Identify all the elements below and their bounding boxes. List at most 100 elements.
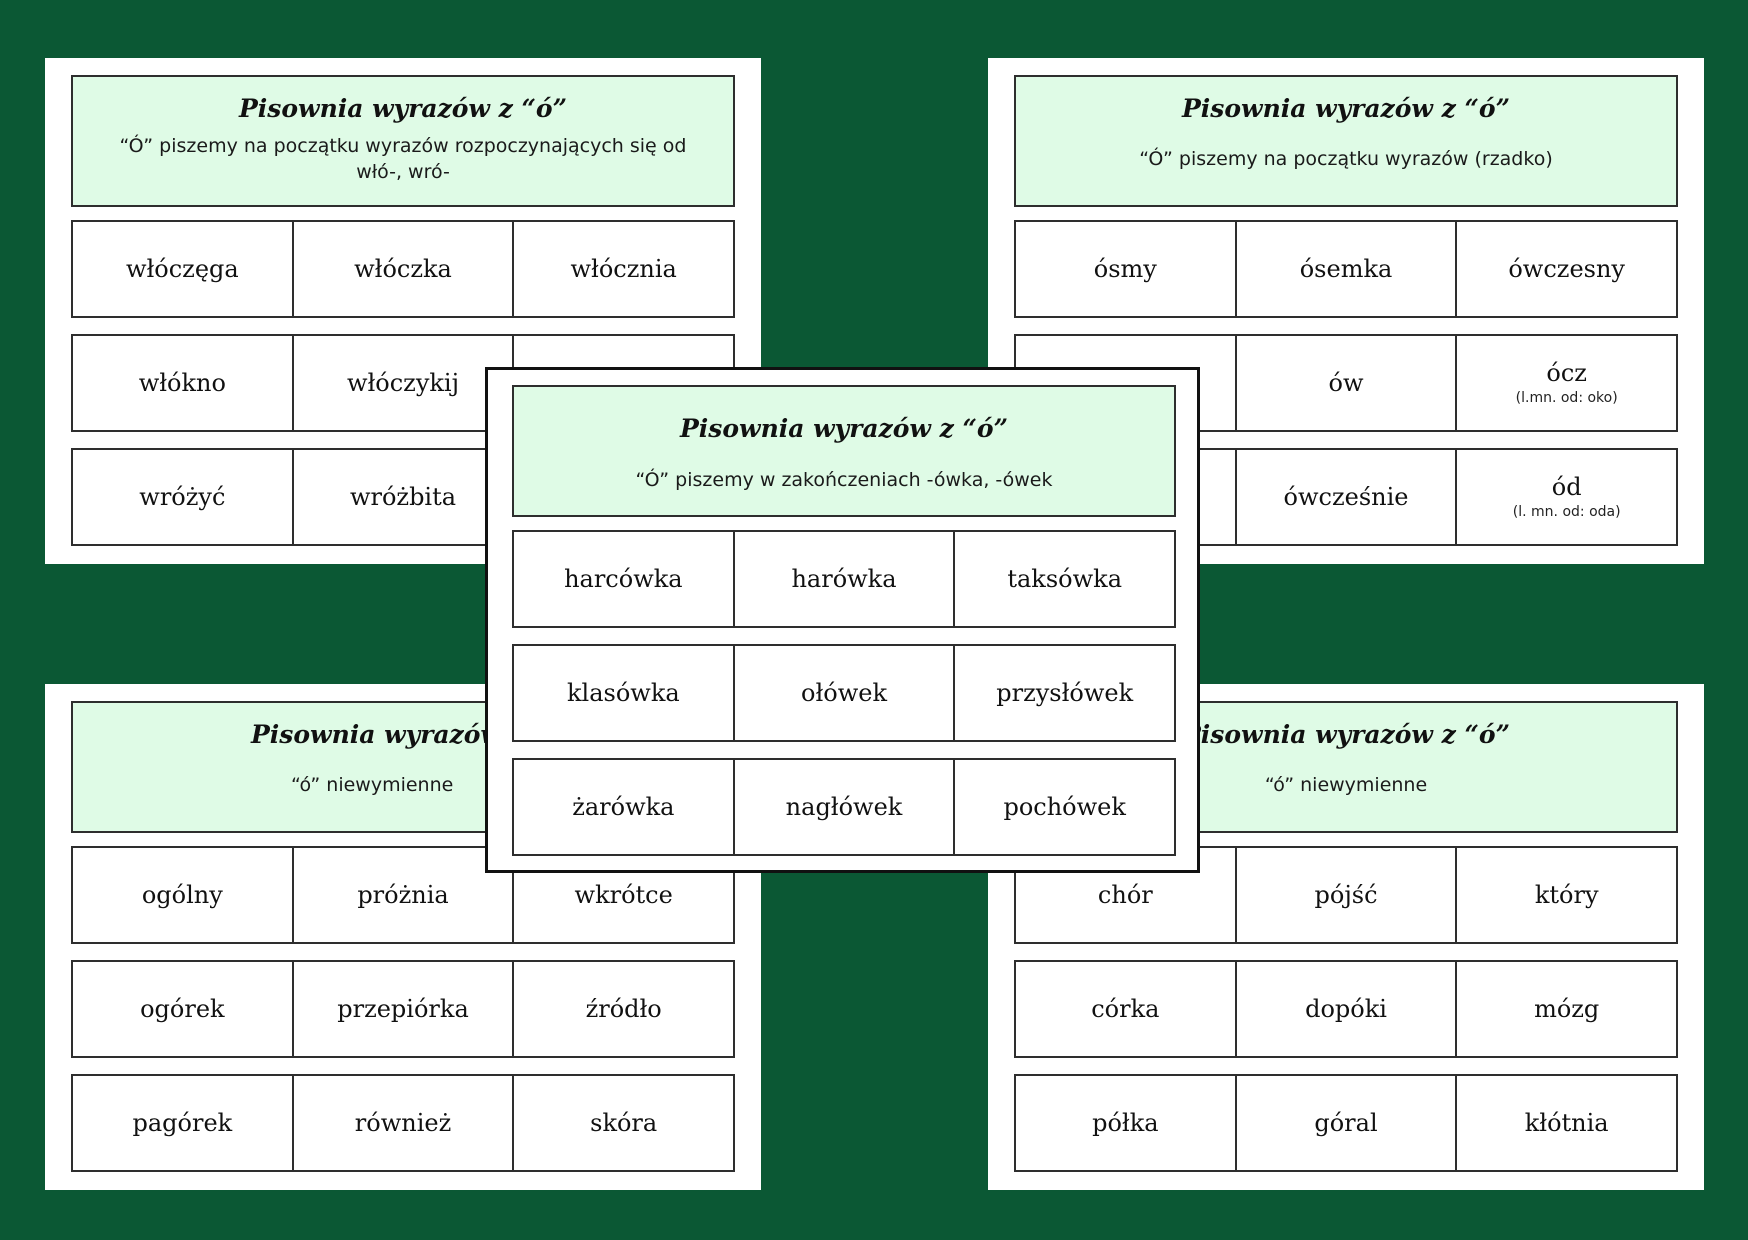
worksheet-center: Pisownia wyrazów z “ó” “Ó” piszemy w zak… bbox=[485, 367, 1200, 873]
word-text: wróżbita bbox=[349, 483, 457, 511]
word-cell: przysłówek bbox=[955, 646, 1174, 740]
word-text: chór bbox=[1097, 881, 1153, 909]
word-cell: harcówka bbox=[514, 532, 735, 626]
word-text: który bbox=[1534, 881, 1599, 909]
word-text: ogólny bbox=[141, 881, 223, 909]
word-text: włócznia bbox=[570, 255, 677, 283]
word-cell: pochówek bbox=[955, 760, 1174, 854]
word-text: wróżyć bbox=[139, 483, 226, 511]
word-cell: włóczęga bbox=[73, 222, 294, 316]
word-text: ówczesny bbox=[1508, 255, 1625, 283]
card-header: Pisownia wyrazów z “ó” “Ó” piszemy w zak… bbox=[512, 385, 1176, 517]
word-text: ód bbox=[1551, 473, 1582, 501]
word-cell: ówcześnie bbox=[1237, 450, 1458, 544]
word-cell: skóra bbox=[514, 1076, 733, 1170]
word-text: źródło bbox=[585, 995, 662, 1023]
card-title: Pisownia wyrazów z “ó” bbox=[239, 94, 567, 123]
word-cell: ołówek bbox=[735, 646, 956, 740]
word-text: ósemka bbox=[1299, 255, 1393, 283]
word-cell: dopóki bbox=[1237, 962, 1458, 1056]
word-cell: klasówka bbox=[514, 646, 735, 740]
word-row: włóczęga włóczka włócznia bbox=[71, 220, 735, 318]
word-cell: wróżbita bbox=[294, 450, 515, 544]
word-cell: mózg bbox=[1457, 962, 1676, 1056]
word-row: półka góral kłótnia bbox=[1014, 1074, 1678, 1172]
word-text: pagórek bbox=[132, 1109, 233, 1137]
card-title: Pisownia wyrazów z “ó” bbox=[1182, 94, 1510, 123]
word-row: chór pójść który bbox=[1014, 846, 1678, 944]
word-cell: włócznia bbox=[514, 222, 733, 316]
word-cell: góral bbox=[1237, 1076, 1458, 1170]
word-text: harcówka bbox=[564, 565, 683, 593]
word-cell: przepiórka bbox=[294, 962, 515, 1056]
worksheet-bottom-right: Pisownia wyrazów z “ó” “ó” niewymienne c… bbox=[988, 684, 1704, 1190]
word-cell: ód (l. mn. od: oda) bbox=[1457, 450, 1676, 544]
word-text: skóra bbox=[590, 1109, 658, 1137]
word-cell: ówczesny bbox=[1457, 222, 1676, 316]
word-cell: włóczykij bbox=[294, 336, 515, 430]
word-text: córka bbox=[1091, 995, 1160, 1023]
word-text: włókno bbox=[138, 369, 226, 397]
word-text: ołówek bbox=[801, 679, 887, 707]
word-row: córka dopóki mózg bbox=[1014, 960, 1678, 1058]
word-cell: źródło bbox=[514, 962, 733, 1056]
word-text: włóczęga bbox=[125, 255, 239, 283]
word-cell bbox=[1016, 450, 1237, 544]
word-cell: który bbox=[1457, 848, 1676, 942]
word-text: ósmy bbox=[1093, 255, 1157, 283]
word-text: góral bbox=[1314, 1109, 1378, 1137]
word-text: kłótnia bbox=[1524, 1109, 1609, 1137]
card-subtitle: “Ó” piszemy na początku wyrazów (rzadko) bbox=[1139, 148, 1553, 170]
word-text: dopóki bbox=[1305, 995, 1387, 1023]
word-text: nagłówek bbox=[785, 793, 903, 821]
word-cell: wkrótce bbox=[514, 848, 733, 942]
word-text: przysłówek bbox=[996, 679, 1134, 707]
word-row: pagórek również skóra bbox=[71, 1074, 735, 1172]
word-cell: wróżyć bbox=[73, 450, 294, 544]
word-cell: ócz (l.mn. od: oko) bbox=[1457, 336, 1676, 430]
word-cell: pagórek bbox=[73, 1076, 294, 1170]
card-title: Pisownia wyrazów z “ó” bbox=[1182, 720, 1510, 749]
word-cell: kłótnia bbox=[1457, 1076, 1676, 1170]
card-title: Pisownia wyrazów z “ó” bbox=[680, 414, 1008, 443]
word-cell: próżnia bbox=[294, 848, 515, 942]
word-cell: ósemka bbox=[1237, 222, 1458, 316]
word-text: półka bbox=[1092, 1109, 1159, 1137]
word-cell: ogórek bbox=[73, 962, 294, 1056]
word-cell: żarówka bbox=[514, 760, 735, 854]
word-text: ogórek bbox=[140, 995, 225, 1023]
word-cell bbox=[1016, 336, 1237, 430]
word-note: (l.mn. od: oko) bbox=[1515, 390, 1618, 406]
word-text: ów bbox=[1328, 369, 1364, 397]
word-cell: ów bbox=[1237, 336, 1458, 430]
word-row: ogórek przepiórka źródło bbox=[71, 960, 735, 1058]
word-text: żarówka bbox=[572, 793, 675, 821]
word-row: ósmy ósemka ówczesny bbox=[1014, 220, 1678, 318]
word-row: żarówka nagłówek pochówek bbox=[512, 758, 1176, 856]
card-subtitle: “ó” niewymienne bbox=[291, 774, 454, 796]
word-cell: pójść bbox=[1237, 848, 1458, 942]
word-cell: chór bbox=[1016, 848, 1237, 942]
word-text: również bbox=[354, 1109, 452, 1137]
card-header: Pisownia wyrazów z “ó” “Ó” piszemy na po… bbox=[71, 75, 735, 207]
word-text: ówcześnie bbox=[1283, 483, 1409, 511]
word-text: włóczykij bbox=[346, 369, 460, 397]
word-cell: harówka bbox=[735, 532, 956, 626]
word-cell: włókno bbox=[73, 336, 294, 430]
card-subtitle: “Ó” piszemy na początku wyrazów rozpoczy… bbox=[119, 135, 687, 183]
word-row: klasówka ołówek przysłówek bbox=[512, 644, 1176, 742]
card-subtitle: “Ó” piszemy w zakończeniach -ówka, -ówek bbox=[635, 469, 1053, 491]
card-title: Pisownia wyrazów bbox=[251, 720, 502, 749]
word-text: pochówek bbox=[1003, 793, 1126, 821]
word-cell: półka bbox=[1016, 1076, 1237, 1170]
word-cell: włóczka bbox=[294, 222, 515, 316]
word-cell: córka bbox=[1016, 962, 1237, 1056]
card-subtitle: “ó” niewymienne bbox=[1264, 774, 1428, 796]
word-cell: taksówka bbox=[955, 532, 1174, 626]
word-text: harówka bbox=[791, 565, 897, 593]
word-text: przepiórka bbox=[337, 995, 469, 1023]
word-text: taksówka bbox=[1007, 565, 1122, 593]
word-cell: ogólny bbox=[73, 848, 294, 942]
word-text: mózg bbox=[1534, 995, 1600, 1023]
word-cell: ósmy bbox=[1016, 222, 1237, 316]
